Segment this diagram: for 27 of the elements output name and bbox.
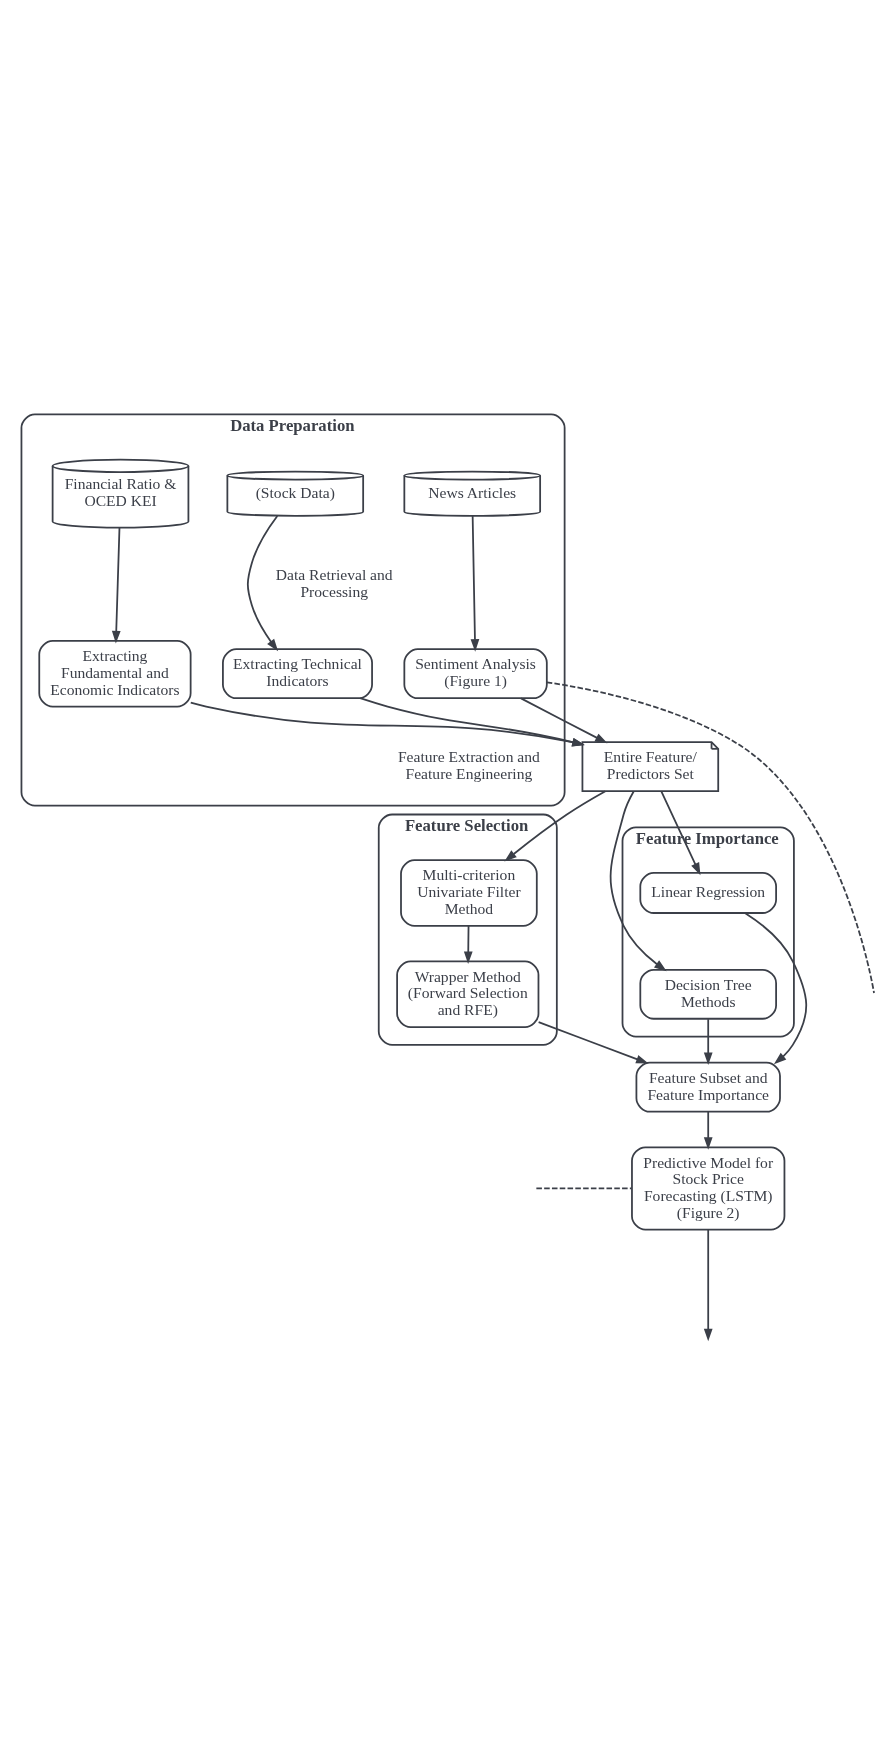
arrow — [470, 515, 480, 652]
node-box: Decision Tree Methods — [639, 968, 777, 1020]
node-box: Extracting Technical Indicators — [222, 648, 373, 700]
arrow — [246, 515, 279, 652]
arrow — [537, 1021, 649, 1064]
arrow — [703, 1110, 713, 1150]
node-box: Multi-criterion Univariate Filter Method — [400, 859, 538, 927]
node-box: Sentiment Analysis (Figure 1) — [403, 648, 548, 700]
label: Data Retrieval and Processing — [275, 565, 393, 600]
node-box: Predictive Model for Stock Price Forecasting (LSTM) (Figure 2) — [631, 1146, 786, 1231]
connector — [546, 681, 875, 994]
node-box: Linear Regression — [639, 872, 777, 914]
node-box: Wrapper Method (Forward Selection and RFE) — [396, 960, 540, 1028]
arrow — [703, 1229, 713, 1342]
arrow — [744, 912, 808, 1065]
arrow — [359, 697, 585, 747]
arrow — [463, 925, 473, 964]
arrow — [111, 526, 121, 644]
arrow — [609, 790, 667, 972]
label: Feature Extraction and Feature Engineering — [397, 748, 540, 783]
arrow — [703, 1018, 713, 1066]
arrow — [189, 701, 585, 747]
node-box: Extracting Fundamental and Economic Indicators — [38, 639, 192, 708]
connector — [535, 1187, 633, 1190]
arrow — [504, 790, 607, 862]
node-box: Feature Subset and Feature Importance — [635, 1061, 781, 1113]
arrow — [520, 697, 608, 744]
